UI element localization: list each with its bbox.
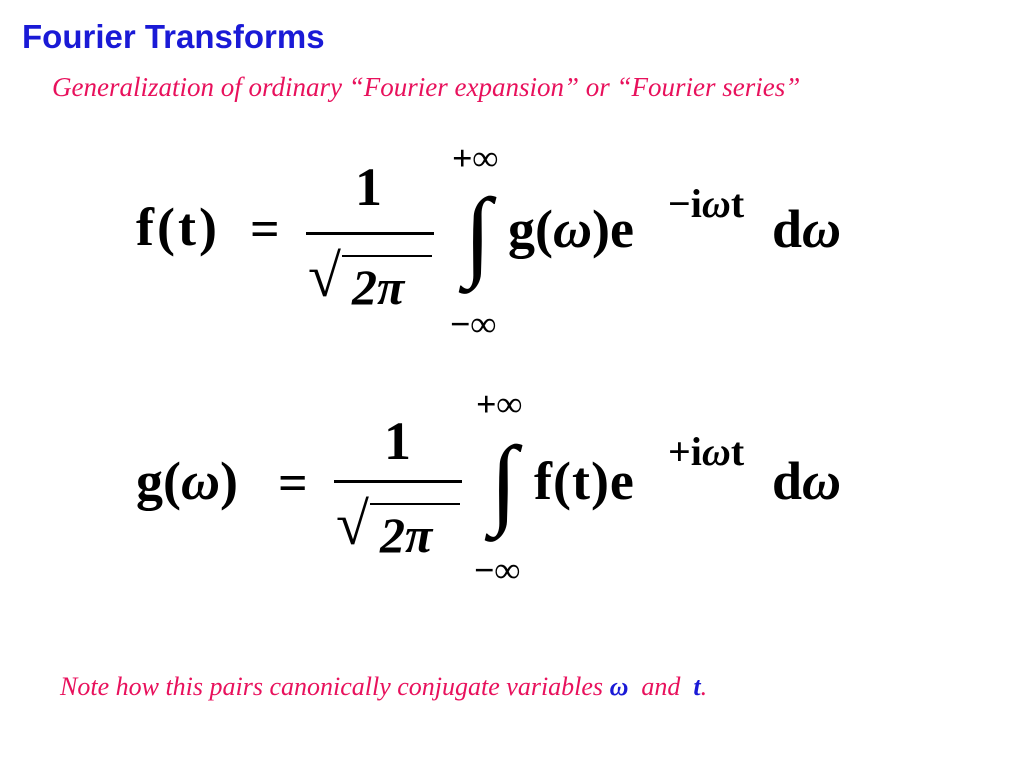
eq1-integrand-func: g(ω)e [508, 199, 634, 259]
eq1-sqrt-sign: √ [308, 243, 341, 309]
eq2-sqrt-sign: √ [336, 491, 369, 557]
eq2-sqrt-overline [370, 503, 460, 505]
eq2-upper-limit: +∞ [476, 384, 523, 424]
slide-subtitle: Generalization of ordinary “Fourier expa… [52, 72, 801, 102]
eq2-lower-limit: −∞ [474, 550, 521, 590]
eq2-denominator: 2π [380, 507, 433, 563]
footnote-var-t: t [693, 672, 701, 701]
eq1-differential: dω [772, 199, 842, 259]
eq1-exponent: −iωt [668, 181, 745, 226]
eq1-upper-limit: +∞ [452, 138, 499, 178]
eq2-lhs: g(ω) [136, 451, 239, 511]
footnote-var-omega: ω [609, 672, 629, 701]
footnote-text-before: Note how this pairs canonically conjugat… [60, 672, 610, 701]
footnote-text-after: . [700, 672, 708, 701]
footnote-text-middle: and [628, 672, 694, 701]
eq1-lower-limit: −∞ [450, 304, 497, 344]
eq1-lhs: f(t) [136, 197, 220, 257]
eq1-numerator: 1 [355, 157, 382, 217]
slide-title: Fourier Transforms [22, 18, 325, 55]
eq2-exponent: +iωt [668, 429, 745, 474]
eq1-integral-sign: ∫ [464, 178, 492, 289]
eq2-differential: dω [772, 451, 842, 511]
eq1-fraction-bar [306, 232, 434, 235]
eq2-fraction-bar [334, 480, 462, 483]
eq2-integrand: f(t)e [534, 451, 635, 511]
eq2-numerator: 1 [384, 411, 411, 471]
footnote: Note how this pairs canonically conjugat… [60, 674, 707, 700]
eq1-denominator: 2π [352, 259, 405, 315]
eq2-equals: = [278, 455, 308, 512]
eq1-sqrt-overline [342, 255, 432, 257]
eq2-integral-sign: ∫ [490, 426, 518, 537]
eq1-equals: = [250, 201, 280, 258]
